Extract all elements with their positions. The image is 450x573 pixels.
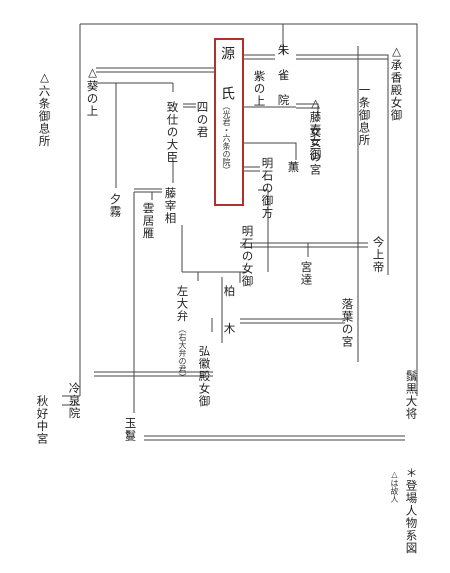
character-kokiden: 弘徽殿女御 (197, 345, 212, 408)
character-reizei: 冷泉院 (67, 382, 82, 420)
link-line (242, 142, 297, 160)
character-akashi-kata: 明石の御方 (260, 157, 275, 220)
character-ochiba: 落葉の宮 (340, 298, 355, 348)
character-murasaki: 紫の上 (252, 70, 267, 108)
character-aoi: △葵の上 (85, 65, 100, 118)
link-line (296, 54, 389, 275)
character-kumoi: 雲居雁 (141, 202, 156, 240)
character-shokyoden: △承香殿女御 (389, 44, 404, 122)
character-ichijo: 一条御息所 (357, 84, 372, 147)
character-sadaiben-note: （右大弁の君） (178, 325, 187, 381)
character-kinjo: 今上帝 (371, 236, 386, 274)
character-rokujo-miyasudokoro: △六条御息所 (37, 70, 52, 148)
character-tonosaisho: 藤宰相 (163, 187, 178, 225)
link-line (296, 103, 319, 117)
character-suzaku: 朱 雀 院 (276, 44, 291, 107)
character-miya: 宮達 (299, 261, 314, 286)
character-kaoru: 薫 (286, 161, 301, 174)
main-character-box (214, 38, 244, 206)
character-higekuro: 鬚黒大将 (404, 370, 419, 420)
character-akikonomu: 秋好中宮 (35, 395, 50, 445)
link-line (258, 189, 269, 272)
character-akashi-nyogo: 明石の女御 (240, 225, 255, 288)
character-yugiri: 夕霧 (108, 193, 123, 218)
main-character-alias: （光君・六条の院） (222, 102, 231, 174)
character-chiji: 致仕の大臣 (165, 101, 180, 164)
character-shinokimi: 四の君 (195, 101, 210, 139)
main-character-name: 源 氏 (219, 46, 235, 106)
character-onna3: 女三の宮 (308, 126, 323, 176)
character-fujitsubo: △藤壺女御 (308, 96, 323, 161)
character-kashiwagi: 柏 木 (222, 285, 237, 335)
link-line (80, 23, 284, 54)
legend-note: △は故人 (390, 470, 399, 503)
character-sadaiben: 左大弁 (175, 285, 190, 323)
character-tamakazura: 玉鬘 (123, 417, 138, 442)
diagram-title: ＊登場人物系図 (404, 467, 419, 555)
link-line (283, 23, 418, 396)
